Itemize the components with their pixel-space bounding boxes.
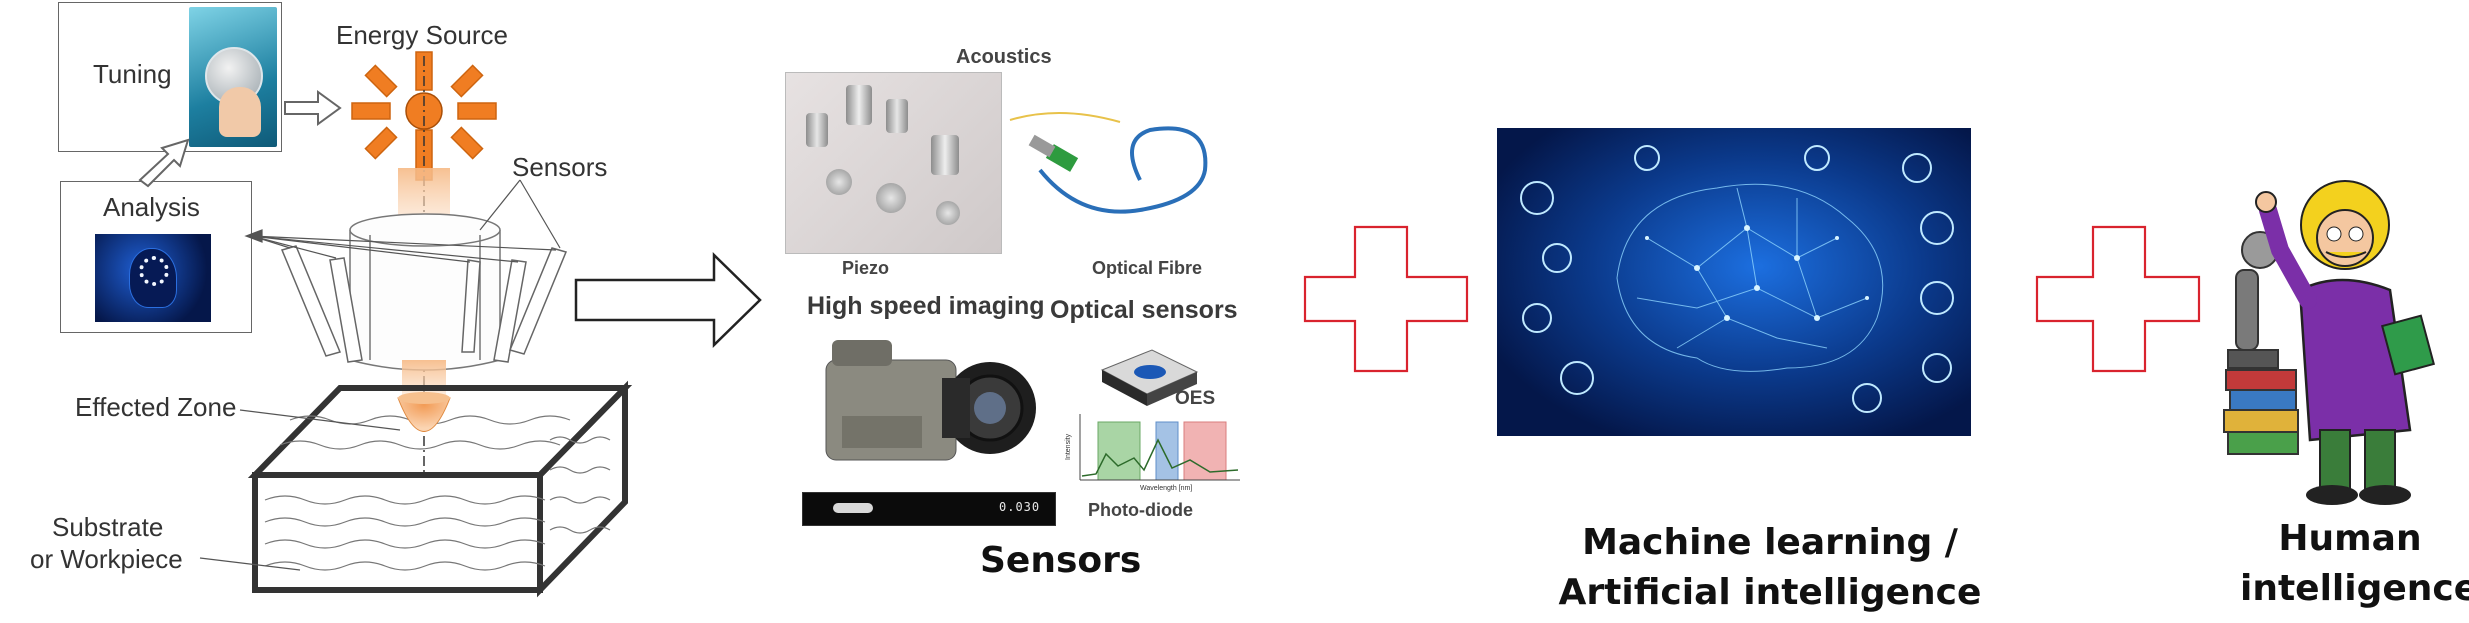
- piezo-sensors-image: [785, 72, 1002, 254]
- human-caption-line1: Human: [2278, 518, 2422, 559]
- camera-readout: 0.030: [999, 500, 1041, 514]
- process-drawing: [138, 51, 762, 598]
- high-speed-imaging-label: High speed imaging: [807, 292, 1045, 320]
- human-caption-line2: intelligence: [2240, 568, 2469, 609]
- oes-label: OES: [1175, 388, 1216, 409]
- sensor-probes: [280, 245, 568, 363]
- plus-icon-1: [1303, 225, 1469, 373]
- ml-caption: Machine learning / Artificial intelligen…: [1540, 518, 2000, 618]
- tuning-arrow-icon: [284, 90, 342, 126]
- optical-fibre-label: Optical Fibre: [1092, 258, 1203, 278]
- spectrum-y-label: Intensity: [1065, 433, 1072, 460]
- effected-zone-spot: [397, 397, 451, 432]
- sensors-caption: Sensors: [980, 540, 1142, 581]
- analysis-box: Analysis: [60, 181, 252, 333]
- optical-sensors-label: Optical sensors: [1050, 296, 1238, 324]
- oes-device-image: [1100, 349, 1199, 406]
- energy-source-icon: [351, 51, 497, 181]
- energy-source-label: Energy Source: [336, 20, 508, 50]
- microscope-icon: [2227, 231, 2279, 369]
- analysis-to-tuning-arrow-icon: [138, 138, 190, 188]
- acoustics-label: Acoustics: [956, 46, 1052, 68]
- process-to-sensors-arrow-icon: [574, 252, 762, 348]
- spectrum-x-label: Wavelength [nm]: [1140, 485, 1192, 492]
- camera-frame-strip: 0.030: [802, 492, 1056, 526]
- plus-icon-2: [2035, 225, 2201, 373]
- high-speed-camera-image: [825, 340, 1036, 461]
- scientist-illustration: [2223, 180, 2436, 505]
- ai-brain-image: [1497, 128, 1971, 436]
- human-caption: Human intelligence: [2240, 514, 2469, 614]
- tuning-knob-image: [189, 7, 277, 147]
- ml-caption-line2: Artificial intelligence: [1558, 572, 1982, 613]
- brain-network: [1520, 145, 1954, 413]
- ml-caption-line1: Machine learning /: [1582, 522, 1958, 563]
- analysis-label: Analysis: [103, 192, 200, 222]
- optical-fibre-image: [1009, 111, 1208, 214]
- photo-diode-spectrum: Intensity Wavelength [nm]: [1065, 414, 1240, 492]
- tuning-label: Tuning: [93, 59, 172, 89]
- photo-diode-label: Photo-diode: [1088, 500, 1193, 520]
- sensors-label: Sensors: [512, 152, 608, 182]
- tuning-box: Tuning: [58, 2, 282, 152]
- piezo-label: Piezo: [842, 258, 890, 278]
- books-icon: [2223, 369, 2299, 455]
- substrate-label-line1: Substrate: [52, 512, 164, 542]
- substrate-label-line2: or Workpiece: [30, 544, 183, 574]
- analysis-head-image: [95, 234, 211, 322]
- effected-zone-label: Effected Zone: [75, 392, 237, 422]
